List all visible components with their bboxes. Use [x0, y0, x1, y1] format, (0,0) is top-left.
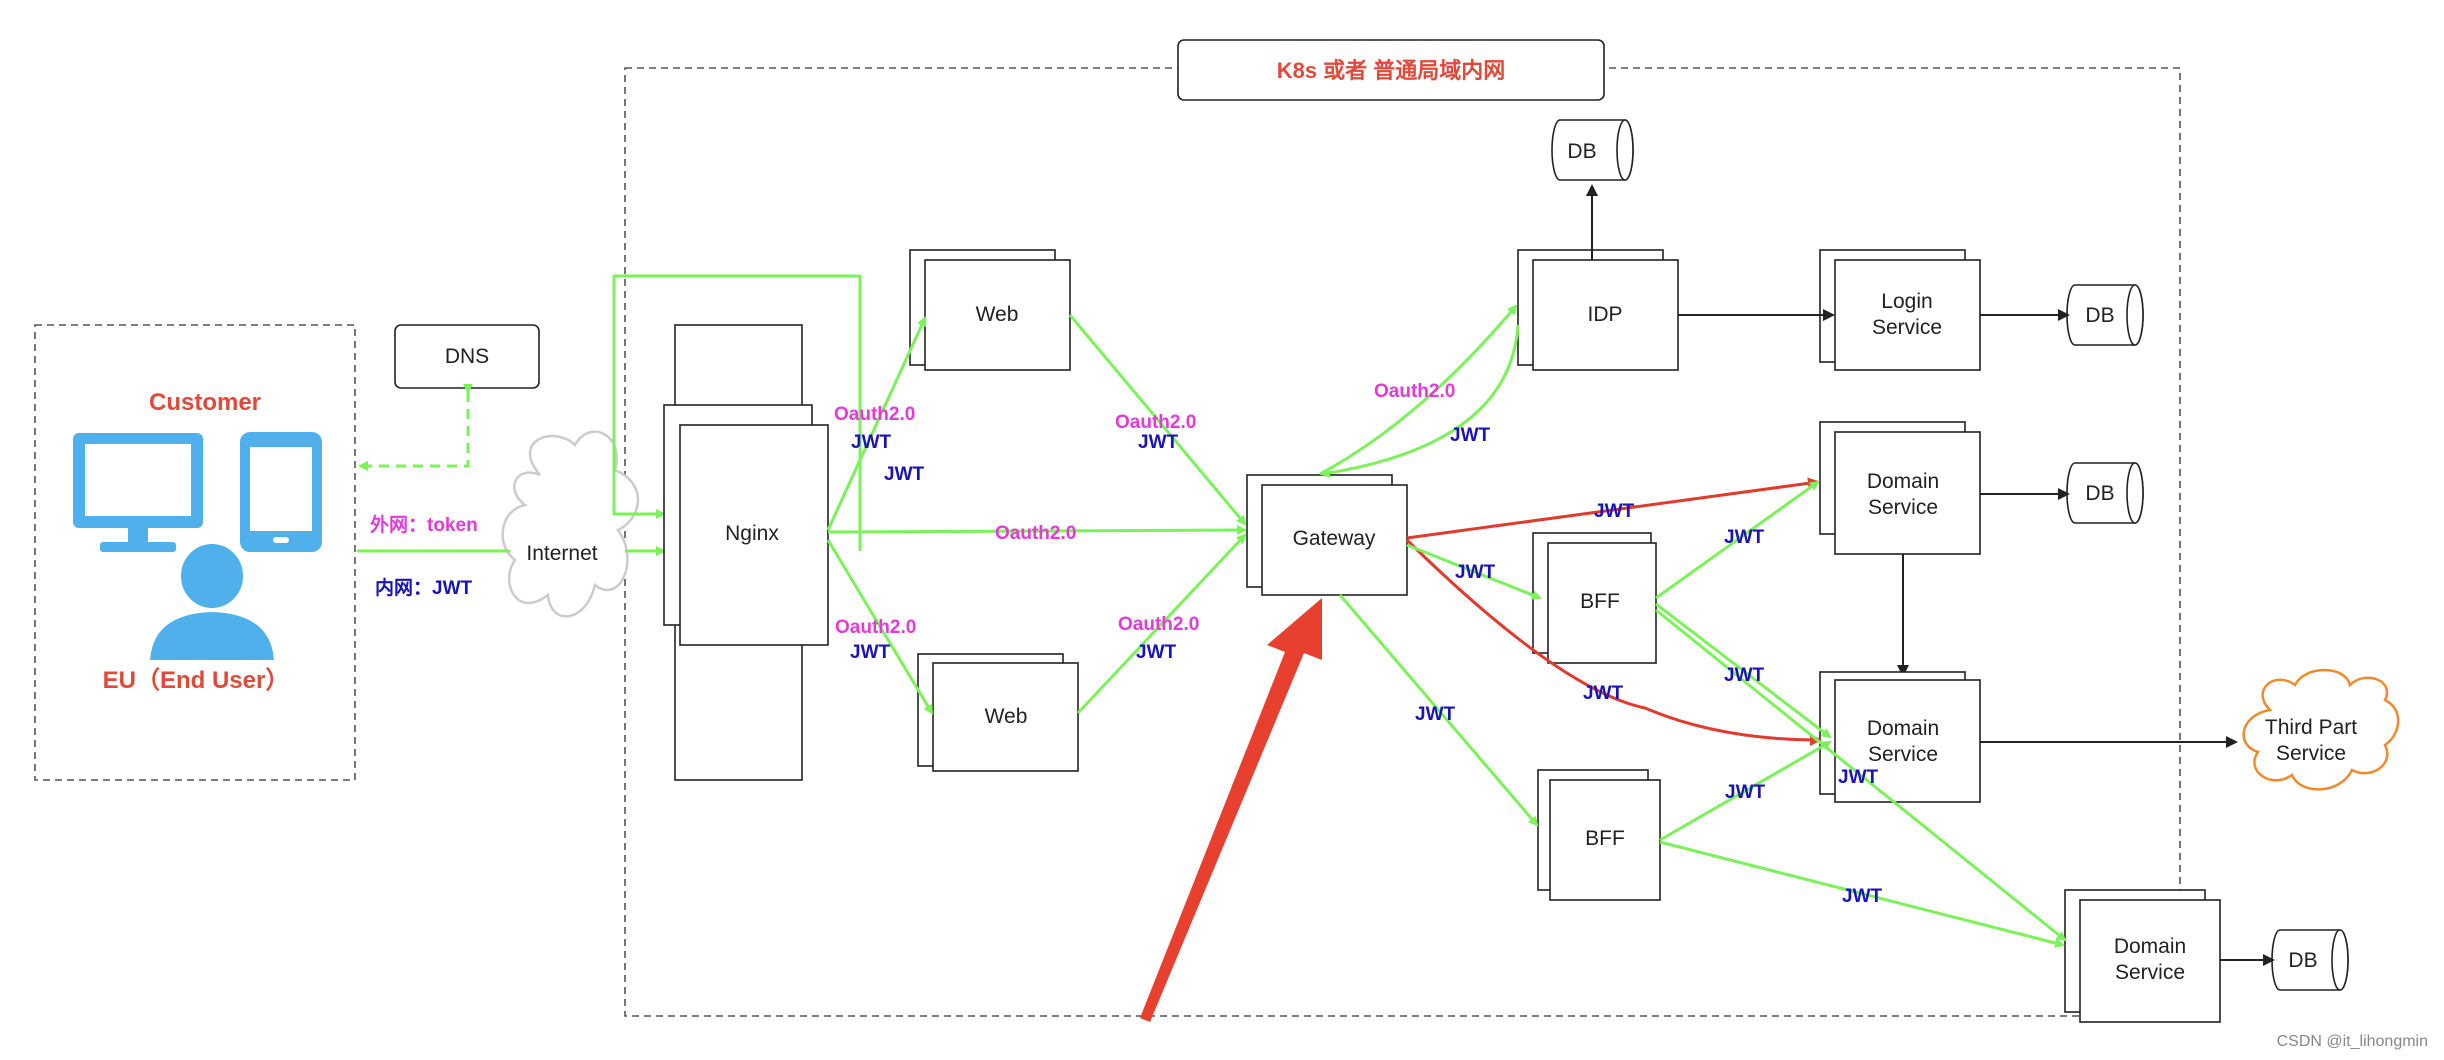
idp-label: IDP	[1587, 303, 1622, 326]
gateway-label: Gateway	[1293, 527, 1376, 550]
link-external-label: 外网：token	[370, 513, 478, 536]
webtop-gateway-link	[1068, 314, 1247, 526]
nginx-gateway-link	[827, 525, 1247, 536]
domain-service-1-label-2: Service	[1868, 496, 1938, 519]
phone-icon	[240, 432, 322, 552]
bff2-domain3-jwt: JWT	[1842, 886, 1883, 907]
gateway-node[interactable]	[1261, 484, 1408, 596]
svg-text:DB: DB	[2085, 482, 2114, 505]
nginx-webtop-oauth: Oauth2.0	[834, 404, 915, 425]
svg-text:DB: DB	[2085, 304, 2114, 327]
watermark: CSDN @it_lihongmin	[2277, 1033, 2428, 1050]
login-service-label-1: Login	[1881, 290, 1932, 313]
boundary-title: K8s 或者 普通局域内网	[1277, 58, 1506, 83]
boundary-title-box	[1177, 39, 1605, 101]
db-cylinder-idp[interactable]: DB	[1551, 119, 1634, 181]
nginx-loop-link	[612, 274, 862, 551]
nginx-webtop-jwt: JWT	[851, 432, 892, 453]
web-bottom-label: Web	[985, 705, 1028, 728]
domain-service-3-node[interactable]	[2079, 899, 2221, 1023]
gateway-bff1-jwt: JWT	[1455, 562, 1496, 583]
db-cylinder-domain-1[interactable]: DB	[2066, 462, 2144, 524]
db-cylinder-login[interactable]: DB	[2066, 284, 2144, 346]
bff1-domain3-link	[1655, 608, 2067, 942]
dns-label: DNS	[445, 345, 489, 368]
gateway-idp-oauth: Oauth2.0	[1374, 381, 1455, 402]
bff1-domain3-jwt: JWT	[1838, 767, 1879, 788]
web-bottom-node[interactable]	[932, 662, 1079, 772]
web-top-node[interactable]	[924, 259, 1071, 371]
nginx-webbottom-link	[826, 539, 934, 715]
bff-1-label: BFF	[1580, 590, 1620, 613]
gateway-domain2-jwt: JWT	[1583, 683, 1624, 704]
idp-gateway-jwt: JWT	[1450, 425, 1491, 446]
webbottom-gateway-oauth: Oauth2.0	[1118, 614, 1199, 635]
monitor-icon	[73, 433, 203, 552]
login-service-label-2: Service	[1872, 316, 1942, 339]
gateway-domain2-red-link	[1405, 538, 1822, 746]
internet-cloud	[501, 430, 640, 618]
gateway-domain1-red-link	[1406, 477, 1820, 540]
webtop-gateway-jwt: JWT	[1138, 432, 1179, 453]
internet-label: Internet	[526, 542, 597, 565]
domain-service-1-node[interactable]	[1834, 431, 1981, 555]
webtop-gateway-oauth: Oauth2.0	[1115, 412, 1196, 433]
k8s-boundary	[624, 67, 2181, 1017]
nginx-webbottom-oauth: Oauth2.0	[835, 617, 916, 638]
third-party-label-1: Third Part	[2265, 716, 2357, 739]
webbottom-gateway-jwt: JWT	[1136, 642, 1177, 663]
bff2-domain2-link	[1659, 740, 1832, 842]
domain-service-2-label-1: Domain	[1867, 717, 1939, 740]
bff1-domain2-jwt: JWT	[1724, 665, 1765, 686]
svg-text:DB: DB	[2288, 949, 2317, 972]
domain-service-3-label-2: Service	[2115, 961, 2185, 984]
customer-dns-link	[358, 384, 473, 471]
nginx-node[interactable]	[679, 424, 829, 646]
idp-gateway-link	[1320, 324, 1520, 478]
webbottom-gateway-link	[1076, 533, 1247, 715]
nginx-webtop-link	[826, 316, 927, 531]
user-icon	[145, 540, 279, 664]
bff-1-node[interactable]	[1547, 542, 1657, 664]
nginx-loop-jwt: JWT	[884, 464, 925, 485]
nginx-gateway-oauth: Oauth2.0	[995, 523, 1076, 544]
gateway-bff1-link	[1406, 543, 1542, 600]
db-cylinder-domain-3[interactable]: DB	[2271, 929, 2349, 991]
link-internal-label: 内网：JWT	[375, 576, 473, 599]
bff1-domain1-jwt: JWT	[1724, 527, 1765, 548]
bff-2-label: BFF	[1585, 827, 1625, 850]
login-service-node[interactable]	[1834, 259, 1981, 371]
gateway-bff2-jwt: JWT	[1415, 704, 1456, 725]
customer-title: Customer	[149, 389, 261, 416]
bff1-domain1-link	[1655, 480, 1820, 600]
svg-text:DB: DB	[1567, 140, 1596, 163]
domain-service-2-node[interactable]	[1834, 679, 1981, 803]
bff2-domain2-jwt: JWT	[1725, 782, 1766, 803]
bff2-domain3-link	[1659, 840, 2065, 948]
highlight-arrow	[1140, 598, 1322, 1022]
third-party-cloud[interactable]	[2242, 668, 2400, 791]
third-party-label-2: Service	[2276, 742, 2346, 765]
customer-group	[34, 324, 356, 781]
bff1-domain2-link	[1655, 602, 1832, 739]
web-top-label: Web	[976, 303, 1019, 326]
gateway-idp-link	[1319, 304, 1518, 476]
domain-service-1-label-1: Domain	[1867, 470, 1939, 493]
idp-node[interactable]	[1532, 259, 1679, 371]
domain-service-2-label-2: Service	[1868, 743, 1938, 766]
nginx-label: Nginx	[725, 522, 779, 545]
domain-service-3-label-1: Domain	[2114, 935, 2186, 958]
gateway-domain1-jwt: JWT	[1594, 501, 1635, 522]
gateway-bff2-link	[1338, 594, 1539, 827]
customer-subtitle: EU（End User）	[103, 667, 290, 694]
nginx-webbottom-jwt: JWT	[850, 642, 891, 663]
